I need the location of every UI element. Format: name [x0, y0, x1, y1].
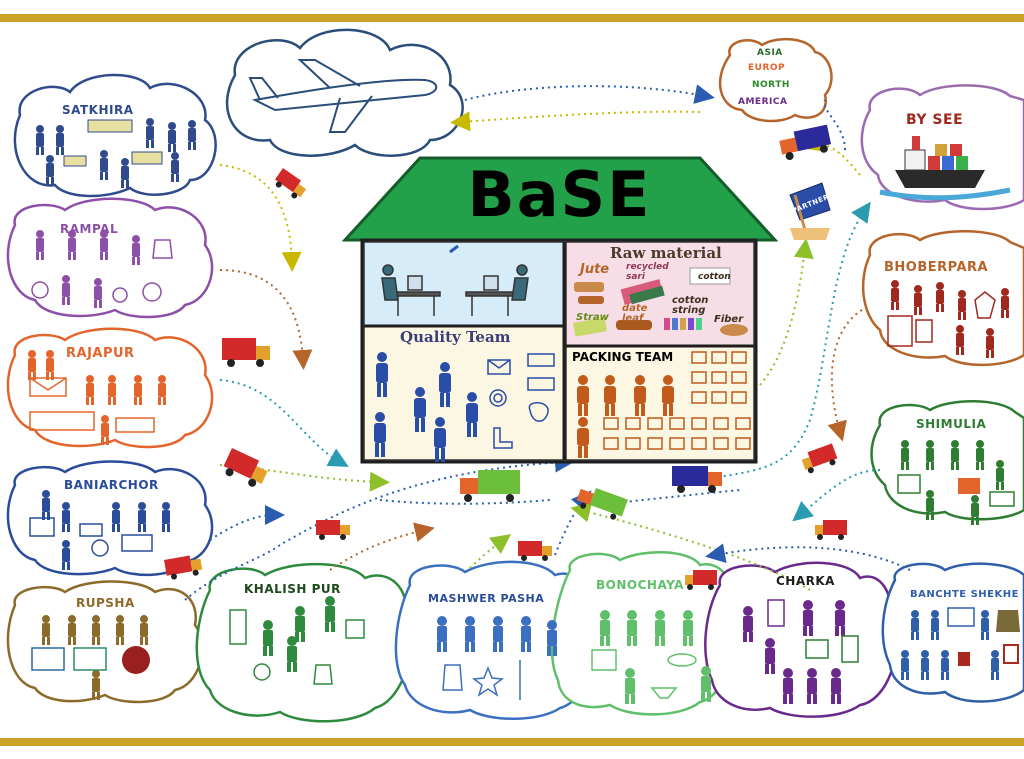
truck-icon [316, 520, 350, 540]
trucks [164, 124, 847, 590]
cloud-rampal [6, 197, 214, 319]
clouds-layer [6, 28, 1024, 723]
material-fiber: Fiber [714, 314, 744, 325]
cluster-label-khalishpur: KHALISH PUR [244, 582, 341, 596]
cloud-baniarchor [6, 460, 214, 577]
office-workers [381, 244, 529, 316]
cluster-people-satkhira [36, 118, 196, 188]
truck-icon [576, 488, 628, 520]
cloud-shimulia [870, 400, 1024, 521]
cluster-label-banchte: BANCHTE SHEKHE [910, 589, 1019, 600]
ship-label: BY SEE [906, 112, 964, 128]
cluster-people-bhoberpara [887, 280, 1009, 358]
airplane-icon [248, 59, 438, 133]
cluster-people-banchte [901, 607, 1020, 680]
truck-icon [164, 555, 203, 580]
cluster-people-rupsha [31, 615, 150, 700]
truck-icon [223, 448, 268, 487]
cluster-label-charka: CHARKA [776, 574, 835, 588]
packing-team-label: PACKING TEAM [572, 350, 674, 364]
cloud-charka [704, 561, 898, 718]
cluster-people-charka [743, 599, 859, 704]
cluster-people-mashwerpasha [437, 616, 557, 700]
ship-icon [879, 136, 1011, 201]
cluster-label-mashwerpasha: MASHWER PASHA [428, 592, 545, 605]
market-europ: EUROP [748, 63, 786, 73]
material-cotton-string: cotton string [672, 295, 709, 316]
bottom-frame-band [0, 738, 1024, 746]
cluster-label-rupsha: RUPSHA [76, 596, 135, 610]
packing-team-people [577, 375, 674, 458]
quality-room [363, 325, 565, 461]
truck-icon [779, 124, 832, 161]
material-cotton: cotton [698, 272, 731, 282]
cloud-banchte [881, 562, 1024, 703]
market-america: AMERICA [738, 97, 788, 107]
material-date-leaf: date leaf [622, 303, 648, 324]
cluster-label-bonochaya: BONOCHAYA [596, 578, 684, 592]
market-north: NORTH [752, 80, 790, 90]
cloud-airplane [225, 28, 464, 157]
cluster-label-bhoberpara: BHOBERPARA [884, 260, 989, 275]
truck-icon [672, 466, 722, 493]
base-title: BaSE [467, 158, 652, 231]
material-recycled-sari: recycled sari [626, 262, 669, 282]
top-frame-band [0, 14, 1024, 22]
partner-flag-icon [789, 182, 831, 240]
truck-icon [815, 520, 847, 540]
material-straw: Straw [576, 312, 609, 323]
cluster-label-baniarchor: BANIARCHOR [64, 478, 159, 492]
cluster-people-baniarchor [29, 490, 170, 570]
cluster-people-bonochaya [591, 610, 711, 704]
market-asia: ASIA [757, 48, 783, 58]
cloud-rupsha [6, 580, 204, 704]
truck-icon [801, 443, 838, 474]
cluster-label-rajapur: RAJAPUR [66, 346, 135, 361]
truck-icon [685, 570, 717, 590]
raw-material-swatches [573, 267, 748, 337]
quality-team-people [374, 352, 478, 462]
cluster-people-khalishpur [229, 596, 365, 685]
material-jute: Jute [580, 262, 610, 277]
cluster-label-rampal: RAMPAL [60, 222, 119, 236]
packing-boxes [603, 351, 751, 450]
quality-team-label: Quality Team [400, 328, 511, 346]
quality-products [487, 353, 555, 449]
cluster-people-rajapur [28, 350, 166, 445]
cluster-people-shimulia [897, 440, 1015, 525]
truck-icon [518, 541, 552, 561]
truck-icon [222, 338, 270, 367]
cluster-label-satkhira: SATKHIRA [62, 103, 134, 117]
cloud-satkhira [13, 73, 217, 198]
raw-material-label: Raw material [610, 244, 722, 262]
cotton-string-spools [664, 318, 702, 330]
cloud-markets [718, 37, 833, 123]
house-roof [341, 156, 779, 242]
base-house [341, 156, 779, 464]
cluster-people-rampal [31, 230, 173, 308]
flow-paths [184, 84, 911, 601]
cluster-label-shimulia: SHIMULIA [916, 417, 987, 431]
truck-icon [274, 168, 307, 199]
truck-icon [460, 470, 520, 502]
